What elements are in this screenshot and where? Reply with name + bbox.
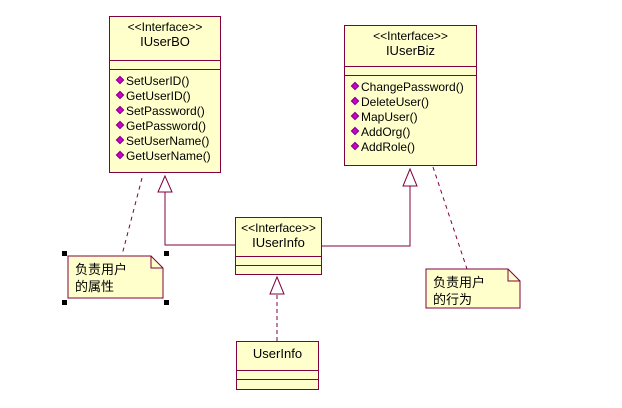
public-operation-icon — [115, 75, 125, 85]
operation[interactable]: MapUser() — [350, 110, 476, 125]
attributes-compartment — [345, 67, 476, 76]
class-header: UserInfo — [237, 342, 318, 371]
public-operation-icon — [115, 135, 125, 145]
attributes-compartment — [110, 61, 220, 70]
operation[interactable]: SetUserName() — [115, 134, 220, 149]
note-anchor-attributes[interactable] — [121, 177, 143, 256]
class-name: IUserBiz — [385, 43, 436, 58]
selection-handle-bottom-right[interactable] — [164, 300, 169, 305]
note-fold-attributes — [150, 256, 163, 269]
note-anchor-behavior[interactable] — [432, 166, 468, 270]
generalization-iuserinfo-iuserbo[interactable] — [164, 192, 236, 246]
class-header: <<Interface>> IUserBO — [110, 17, 220, 61]
public-operation-icon — [115, 120, 125, 130]
attributes-compartment — [237, 371, 318, 380]
note-behavior[interactable]: 负责用户 的行为 — [427, 270, 509, 307]
class-iuserbo[interactable]: <<Interface>> IUserBO SetUserID() GetUse… — [109, 16, 221, 173]
operation[interactable]: AddRole() — [350, 140, 476, 155]
class-userinfo[interactable]: UserInfo — [236, 341, 319, 390]
note-line: 的行为 — [433, 292, 473, 307]
operation[interactable]: DeleteUser() — [350, 95, 476, 110]
note-shape-behavior — [425, 268, 521, 309]
operations-compartment: ChangePassword() DeleteUser() MapUser() … — [345, 76, 476, 155]
selection-handle-bottom-left[interactable] — [62, 300, 67, 305]
note-fold-behavior — [507, 269, 520, 282]
stereotype-label: <<Interface>> — [373, 29, 448, 43]
public-operation-icon — [350, 126, 360, 136]
class-header: <<Interface>> IUserInfo — [236, 218, 321, 257]
operation[interactable]: GetPassword() — [115, 119, 220, 134]
operation[interactable]: AddOrg() — [350, 125, 476, 140]
operations-compartment: SetUserID() GetUserID() SetPassword() Ge… — [110, 70, 220, 164]
class-iuserbiz[interactable]: <<Interface>> IUserBiz ChangePassword() … — [344, 25, 477, 166]
public-operation-icon — [350, 111, 360, 121]
selection-handle-top-left[interactable] — [62, 251, 67, 256]
class-iuserinfo[interactable]: <<Interface>> IUserInfo — [235, 217, 322, 275]
class-header: <<Interface>> IUserBiz — [345, 26, 476, 67]
selection-handle-top-right[interactable] — [164, 251, 169, 256]
note-line: 的属性 — [75, 279, 115, 294]
public-operation-icon — [115, 105, 125, 115]
operation[interactable]: SetUserID() — [115, 74, 220, 89]
note-shape-attributes — [67, 255, 164, 299]
generalization-arrowhead-iuserbo — [157, 174, 173, 193]
note-line: 负责用户 — [433, 275, 486, 290]
realization-arrowhead-iuserinfo — [269, 275, 285, 295]
operation[interactable]: GetUserID() — [115, 89, 220, 104]
class-name: IUserBO — [140, 34, 190, 49]
public-operation-icon — [350, 96, 360, 106]
public-operation-icon — [115, 90, 125, 100]
generalization-arrowhead-iuserbiz — [402, 167, 418, 187]
class-name: UserInfo — [252, 346, 303, 361]
attributes-compartment — [236, 257, 321, 266]
public-operation-icon — [350, 81, 360, 91]
operation[interactable]: ChangePassword() — [350, 80, 476, 95]
operation[interactable]: SetPassword() — [115, 104, 220, 119]
public-operation-icon — [115, 150, 125, 160]
generalization-iuserinfo-iuserbiz[interactable] — [321, 186, 411, 247]
stereotype-label: <<Interface>> — [127, 20, 203, 34]
note-attributes[interactable]: 负责用户 的属性 — [69, 257, 151, 297]
operation[interactable]: GetUserName() — [115, 149, 220, 164]
public-operation-icon — [350, 141, 360, 151]
note-line: 负责用户 — [75, 262, 128, 277]
class-name: IUserInfo — [252, 235, 305, 250]
stereotype-label: <<Interface>> — [241, 221, 316, 235]
